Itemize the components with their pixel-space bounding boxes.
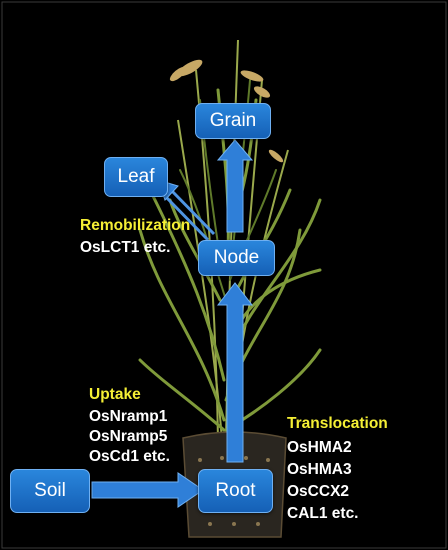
arrow-node-to-leaf [163,188,216,242]
arrow-soil-to-root [91,472,204,508]
grain-node: Grain [195,103,271,139]
node-node: Node [198,240,275,276]
soil-node: Soil [10,469,90,513]
arrow-root-to-node [216,282,254,463]
uptake-title: Uptake [89,386,141,403]
leaf-node: Leaf [104,157,168,197]
uptake-genes: OsNramp1 OsNramp5 OsCd1 etc. [89,408,170,465]
remobilization-title: Remobilization [80,217,191,234]
translocation-title: Translocation [287,415,388,432]
arrow-node-to-grain [216,139,254,233]
remobilization-genes: OsLCT1 etc. [80,239,171,256]
root-node: Root [198,469,273,513]
translocation-genes: OsHMA2 OsHMA3 OsCCX2 CAL1 etc. [287,439,359,522]
